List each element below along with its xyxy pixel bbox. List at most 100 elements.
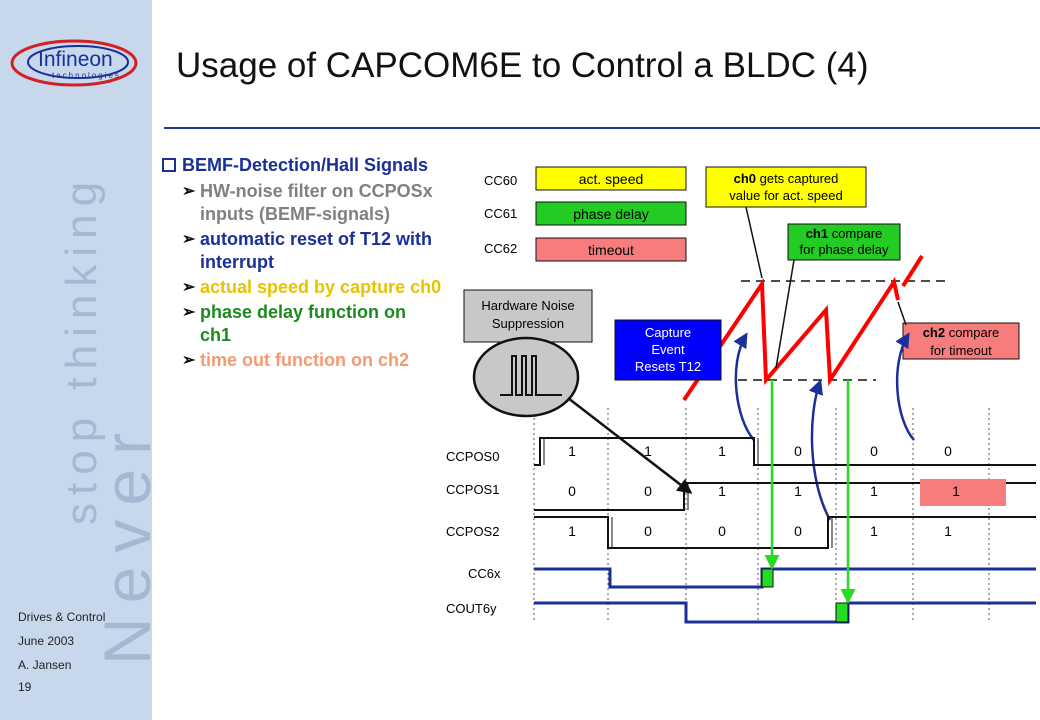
cout6y-phase-delay-pulse — [835, 602, 849, 623]
signal-value: 0 — [794, 443, 802, 459]
signal-name: CCPOS0 — [446, 449, 499, 464]
signal-value: 0 — [644, 523, 652, 539]
signal-name: CCPOS1 — [446, 482, 499, 497]
register-label: act. speed — [579, 171, 644, 187]
callout-bold: ch0 — [734, 171, 756, 186]
event-arrows — [733, 332, 915, 521]
noise-label-line: Suppression — [492, 316, 564, 331]
register-box — [535, 201, 687, 226]
t12-sawtooth-tail — [901, 254, 924, 288]
signal-value: 0 — [870, 443, 878, 459]
callout-pointer — [745, 206, 763, 279]
meta-page: 19 — [18, 680, 32, 694]
callout-text: for phase delay — [800, 242, 889, 257]
square-bullet-icon — [162, 158, 176, 172]
bullet-item-text: actual speed by capture ch0 — [200, 277, 442, 297]
infineon-logo: Infineon technologies — [10, 39, 138, 87]
threshold-lines — [738, 280, 948, 381]
bullet-item: ➢actual speed by capture ch0 — [162, 276, 442, 299]
sidebar: Infineon technologies Never stop thinkin… — [0, 0, 152, 720]
arrow-bullet-icon: ➢ — [182, 304, 196, 321]
register-label: timeout — [588, 242, 634, 258]
signal-name: CC6x — [468, 566, 501, 581]
callout-ch1: ch1 compare for phase delay — [775, 223, 901, 369]
signal-waveforms — [534, 437, 1036, 549]
signal-value: 1 — [870, 483, 878, 499]
callout-text: value for act. speed — [729, 188, 842, 203]
bullet-item: ➢automatic reset of T12 with interrupt — [162, 228, 442, 274]
noise-label-box — [463, 289, 593, 343]
callout-box — [902, 322, 1020, 360]
noise-suppression-callout: Hardware Noise Suppression — [463, 289, 693, 494]
bullet-item-text: automatic reset of T12 with interrupt — [200, 229, 433, 272]
callout-text: for timeout — [930, 343, 992, 358]
register-name: CC62 — [484, 241, 517, 256]
signal-value: 1 — [568, 443, 576, 459]
register-cc61: CC61 phase delay — [484, 201, 687, 226]
meta-date: June 2003 — [18, 634, 75, 648]
logo-text: Infineon — [38, 48, 113, 71]
signal-value: 1 — [644, 443, 652, 459]
register-cc60: CC60 act. speed — [484, 166, 687, 191]
signal-value: 1 — [870, 523, 878, 539]
signal-value: 0 — [794, 523, 802, 539]
t12-sawtooth — [682, 276, 900, 402]
bullet-heading-text: BEMF-Detection/Hall Signals — [182, 155, 429, 175]
callout-text: compare — [828, 226, 882, 241]
register-label: phase delay — [573, 206, 649, 222]
callout-text: gets captured — [756, 171, 838, 186]
arrow-bullet-icon: ➢ — [182, 231, 196, 248]
arrow-bullet-icon: ➢ — [182, 279, 196, 296]
signal-value: 1 — [794, 483, 802, 499]
noise-pointer — [567, 397, 693, 494]
bullet-heading: BEMF-Detection/Hall Signals — [162, 156, 442, 175]
bullet-item-text: phase delay function on ch1 — [200, 302, 407, 345]
capture-box — [614, 319, 722, 381]
capture-event-callout: Capture Event Resets T12 — [614, 319, 722, 381]
svg-text:ch0 gets captured: ch0 gets captured — [734, 171, 839, 186]
signal-value: 0 — [644, 483, 652, 499]
output-waveforms — [534, 567, 1036, 624]
callout-pointer — [897, 301, 907, 326]
svg-text:ch1 compare: ch1 compare — [806, 226, 883, 241]
tagline: Never stop thinking — [62, 174, 152, 665]
callout-pointer — [775, 259, 795, 369]
bullet-item-text: HW-noise filter on CCPOSx inputs (BEMF-s… — [200, 181, 433, 224]
tagline-line1: Never — [90, 419, 152, 665]
cc6x-phase-delay-pulse — [761, 568, 774, 588]
callout-bold: ch1 — [806, 226, 828, 241]
arrow-bullet-icon: ➢ — [182, 352, 196, 369]
tagline-line2: stop thinking — [62, 174, 106, 525]
signal-value: 0 — [718, 523, 726, 539]
signal-values: 1 1 1 0 0 0 0 0 1 1 1 1 1 0 0 0 1 1 — [568, 443, 960, 539]
capture-text: Event — [651, 342, 685, 357]
signal-value: 1 — [944, 523, 952, 539]
callout-bold: ch2 — [923, 325, 945, 340]
register-box — [535, 166, 687, 191]
bullet-item-text: time out function on ch2 — [200, 350, 409, 370]
logo-subtext: technologies — [52, 71, 121, 80]
callout-box — [705, 166, 867, 208]
timeout-highlight — [920, 479, 1006, 506]
register-name: CC60 — [484, 173, 517, 188]
page-title: Usage of CAPCOM6E to Control a BLDC (4) — [176, 46, 869, 85]
callout-ch0: ch0 gets captured value for act. speed — [705, 166, 867, 279]
signal-name: CCPOS2 — [446, 524, 499, 539]
signal-value: 0 — [568, 483, 576, 499]
arrow-bullet-icon: ➢ — [182, 183, 196, 200]
hw-filter-delay — [543, 438, 833, 548]
signal-value: 1 — [952, 483, 960, 499]
capture-text: Resets T12 — [635, 359, 701, 374]
register-box — [535, 237, 687, 262]
signal-value: 1 — [718, 443, 726, 459]
callout-ch2: ch2 compare for timeout — [897, 301, 1020, 360]
capture-text: Capture — [645, 325, 691, 340]
noise-glitch-waveform — [500, 355, 562, 396]
register-name: CC61 — [484, 206, 517, 221]
meta-dept: Drives & Control — [18, 610, 106, 624]
signal-value: 0 — [944, 443, 952, 459]
signal-value: 1 — [568, 523, 576, 539]
bullet-item: ➢phase delay function on ch1 — [162, 301, 442, 347]
noise-label-line: Hardware Noise — [481, 298, 574, 313]
title-divider — [164, 127, 1040, 129]
